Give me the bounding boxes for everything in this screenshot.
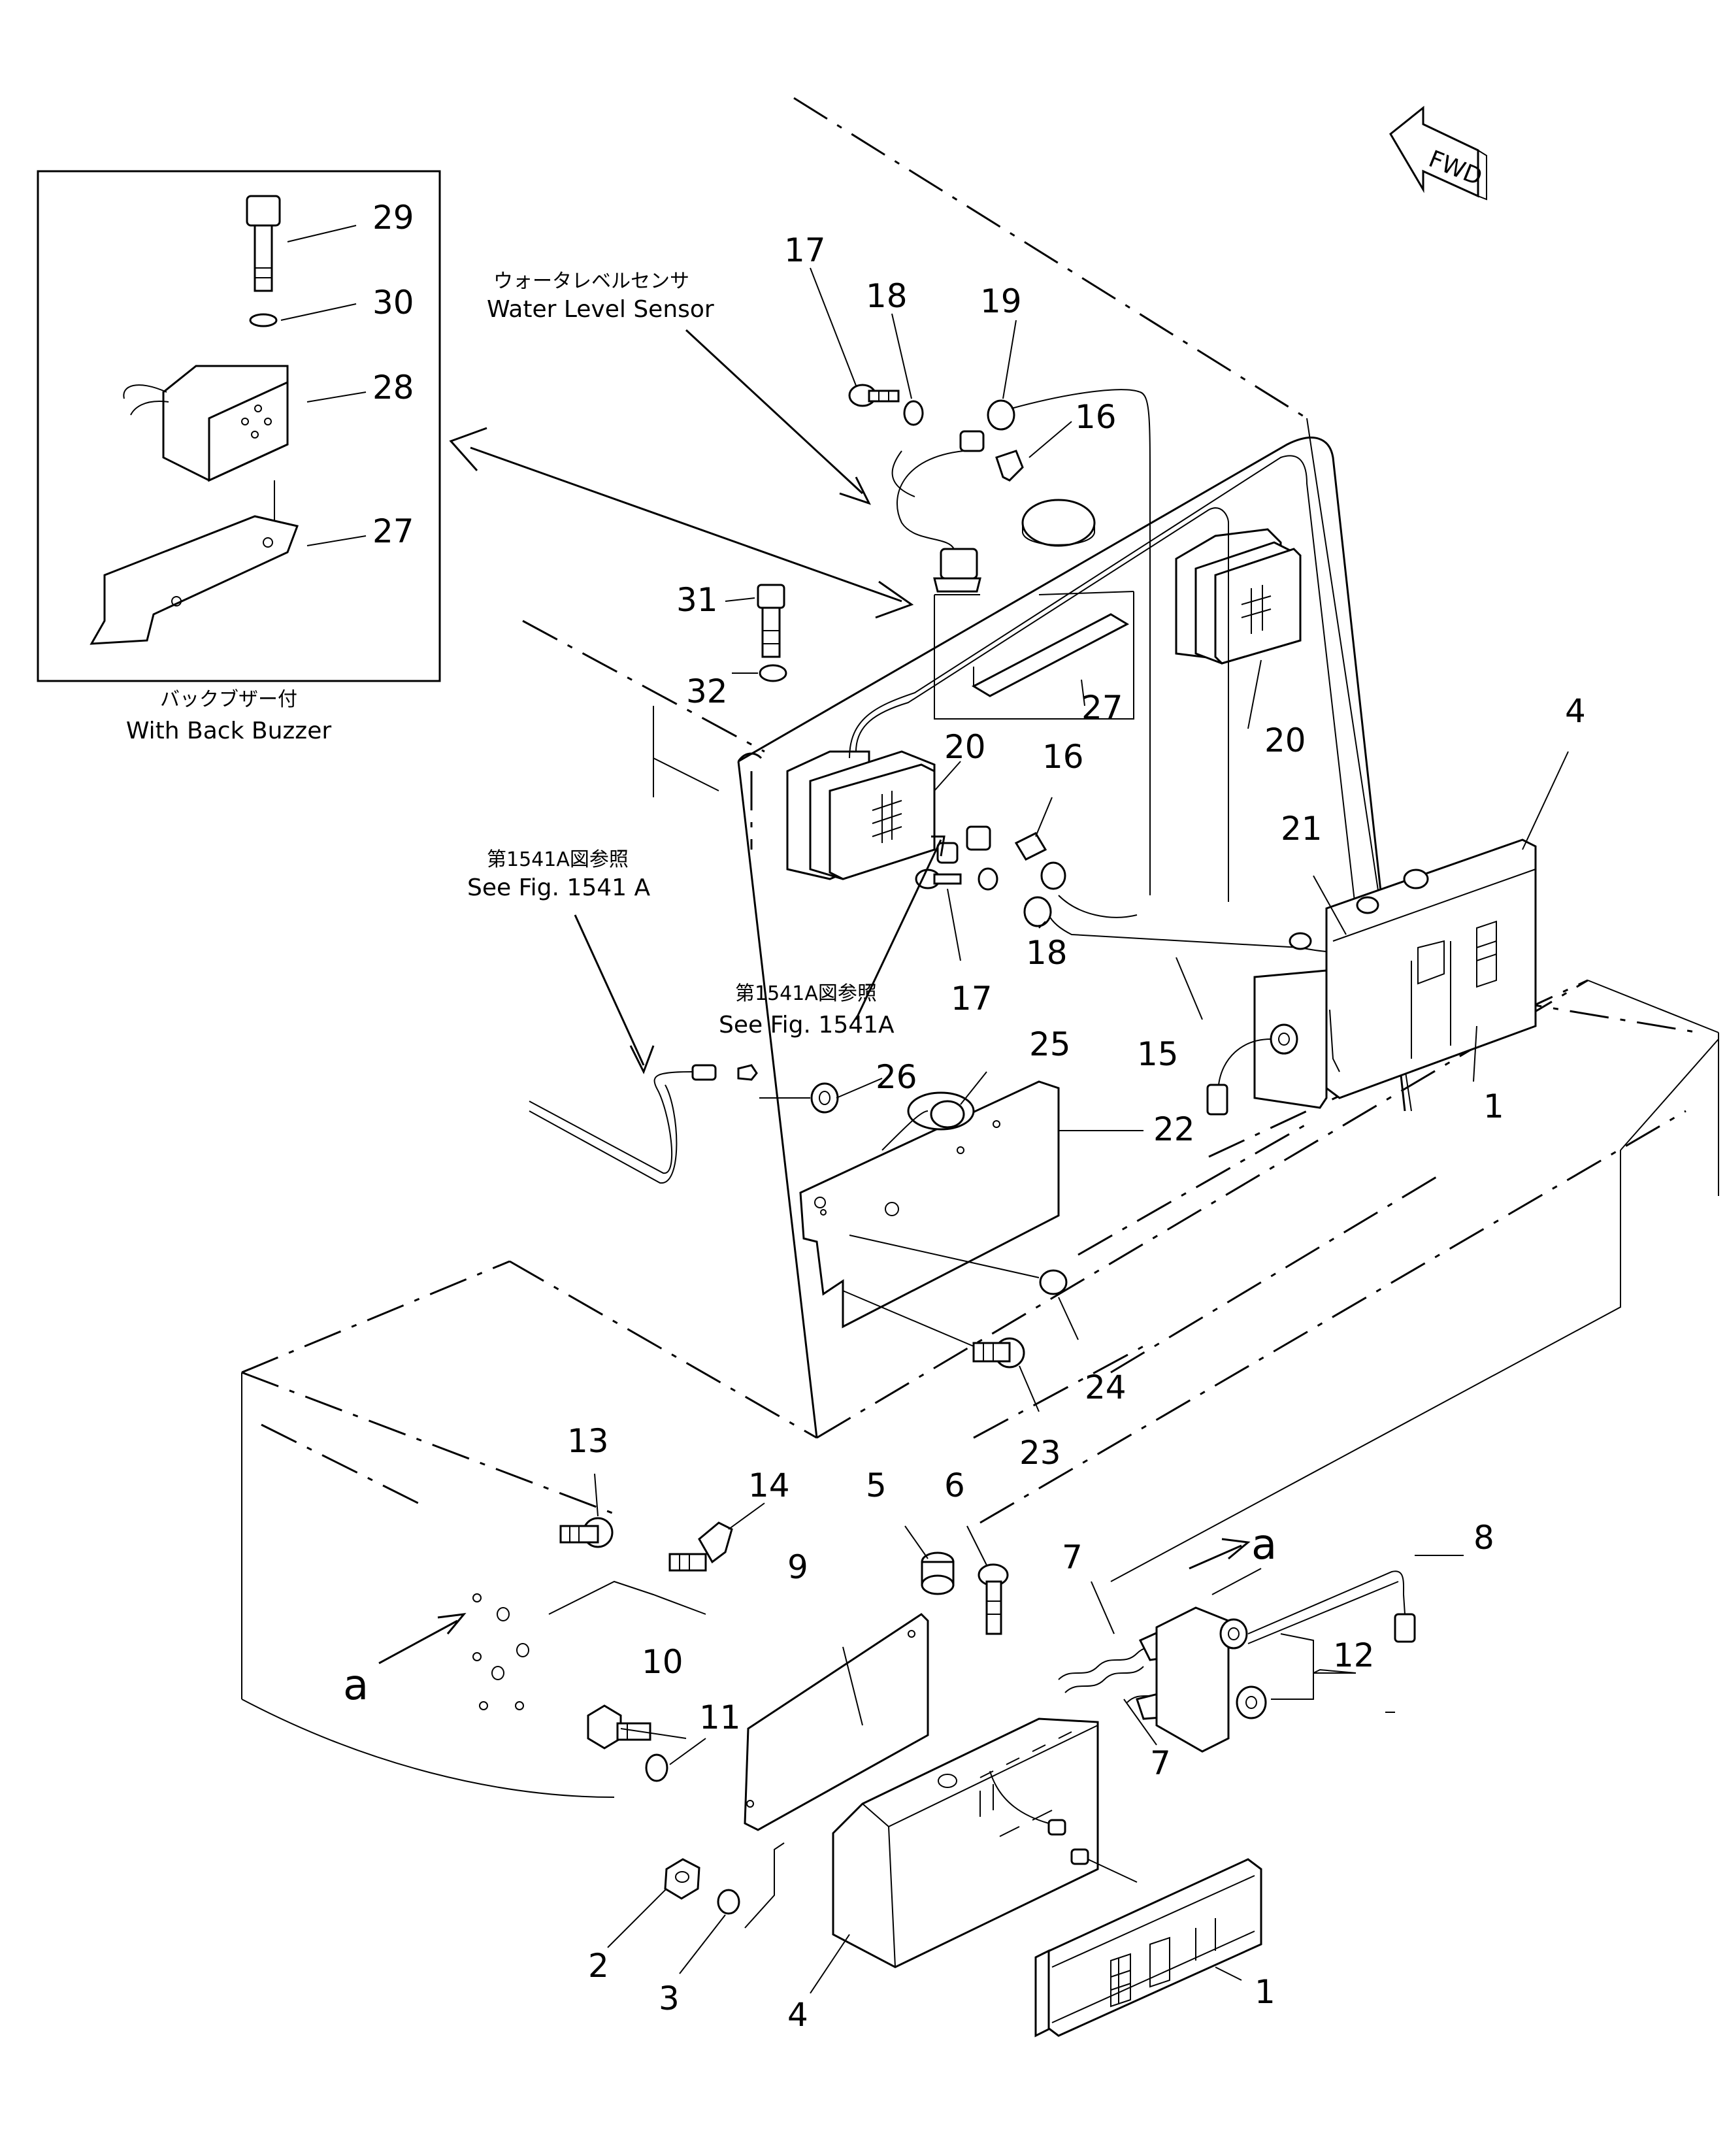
label-22: 22: [1153, 1110, 1195, 1148]
wing-bolt-14-icon: [668, 1521, 733, 1572]
mount-plate-12-icon: [1155, 1606, 1267, 1753]
fwd-arrow-icon: FWD: [1389, 105, 1487, 201]
water-level-sensor-jp: ウォータレベルセンサ: [493, 270, 689, 293]
label-1-upper: 1: [1483, 1087, 1504, 1125]
harness-left-icon: [529, 1064, 810, 1184]
combination-lamp-lower-icon: [989, 1770, 1262, 2038]
label-18-top: 18: [866, 277, 908, 315]
label-32: 32: [686, 672, 728, 710]
work-lamp-20-right-icon: [1175, 528, 1302, 665]
view-marker-a-right: a: [1251, 1521, 1277, 1569]
label-23: 23: [1019, 1434, 1061, 1472]
label-17-center: 17: [951, 980, 993, 1018]
label-10: 10: [642, 1643, 683, 1681]
label-16-top: 16: [1075, 398, 1117, 436]
label-7-upper: 7: [1062, 1538, 1083, 1576]
cap-top-icon: [1021, 499, 1096, 547]
fwd-label: FWD: [1425, 146, 1486, 191]
bolt-6-icon: [978, 1563, 1009, 1635]
see-fig-center-jp: 第1541A図参照: [735, 982, 877, 1005]
label-2: 2: [588, 1947, 609, 1985]
leader-lines: [378, 267, 1569, 1994]
label-19: 19: [980, 282, 1022, 320]
combination-lamp-upper-icon: [1206, 838, 1537, 1116]
bolt-29-icon: [246, 195, 281, 292]
bolt-13-icon: [559, 1517, 614, 1548]
annotations: ウォータレベルセンサ Water Level Sensor 第1541A図参照 …: [343, 270, 1277, 1710]
label-7-lower: 7: [1150, 1744, 1171, 1782]
label-30: 30: [372, 284, 414, 322]
washer-32-icon: [759, 664, 787, 682]
see-fig-left-jp: 第1541A図参照: [487, 848, 629, 871]
label-21: 21: [1281, 810, 1323, 848]
label-13: 13: [567, 1422, 609, 1460]
label-5: 5: [866, 1467, 887, 1504]
back-buzzer-28-icon: [123, 365, 289, 482]
label-29: 29: [372, 199, 414, 237]
water-level-sensor-en: Water Level Sensor: [487, 296, 714, 323]
grommet-26-icon: [810, 1082, 839, 1114]
housing-4-lower-icon: [832, 1717, 1099, 1968]
label-11: 11: [699, 1699, 741, 1736]
label-16-center: 16: [1042, 738, 1084, 776]
water-level-sensor-icon: [896, 430, 985, 593]
washer-18-top-icon: [903, 400, 924, 426]
label-17-top: 17: [784, 231, 826, 269]
washer-3-icon: [717, 1889, 740, 1915]
label-4-upper: 4: [1565, 692, 1586, 730]
label-20-right: 20: [1264, 721, 1306, 759]
connector-19-icon: [987, 389, 1151, 484]
plug-24-icon: [849, 1235, 1068, 1295]
plate-9-icon: [744, 1613, 929, 1831]
bolt-17-top-icon: [848, 384, 900, 407]
bolt-31-icon: [757, 584, 785, 658]
see-fig-left-en: See Fig. 1541 A: [467, 874, 650, 901]
work-lamp-20-left-icon: [786, 750, 936, 880]
clip-16-top-icon: [995, 450, 1024, 482]
label-14: 14: [748, 1467, 790, 1504]
inset-caption-en: With Back Buzzer: [126, 718, 331, 744]
label-26: 26: [876, 1058, 917, 1096]
bracket-27-inset-icon: [90, 515, 299, 645]
label-20-left: 20: [944, 728, 986, 766]
mount-holes-icon: [472, 1593, 529, 1710]
harness-8-icon: [1247, 1570, 1416, 1644]
bracket-22-icon: [799, 1080, 1060, 1329]
label-9: 9: [787, 1548, 808, 1586]
callout-labels: 17 18 19 16 31 32 27 20 20 16 21 4 18 17…: [567, 231, 1586, 2034]
bracket-27-main-icon: [934, 591, 1134, 720]
cab-outline: [522, 97, 1412, 1438]
nut-2-icon: [664, 1858, 700, 1900]
washer-11-icon: [645, 1753, 668, 1782]
label-27-main: 27: [1081, 689, 1123, 727]
washer-30-icon: [249, 313, 278, 327]
label-25: 25: [1029, 1025, 1071, 1063]
label-8: 8: [1473, 1519, 1494, 1557]
reference-double-arrow: [449, 427, 914, 619]
label-24: 24: [1085, 1368, 1127, 1406]
bolt-23-icon: [842, 1290, 1025, 1368]
bolt-10-icon: [587, 1704, 651, 1750]
label-27-inset: 27: [372, 512, 414, 550]
connector-center-icon: [915, 825, 1066, 927]
label-1-lower: 1: [1255, 1973, 1275, 2011]
label-15: 15: [1137, 1035, 1179, 1073]
label-3: 3: [659, 1980, 680, 2017]
label-4-lower: 4: [787, 1996, 808, 2034]
bushing-5-icon: [921, 1551, 955, 1595]
inset-back-buzzer: 29 30 28 27: [37, 170, 441, 682]
label-18-center: 18: [1026, 934, 1068, 972]
inset-caption-jp: バックブザー付: [160, 688, 297, 711]
label-6: 6: [944, 1467, 965, 1504]
view-marker-a-left: a: [343, 1661, 369, 1710]
label-12: 12: [1333, 1636, 1375, 1674]
label-28: 28: [372, 369, 414, 406]
see-fig-center-en: See Fig. 1541A: [719, 1012, 895, 1038]
label-31: 31: [676, 581, 718, 619]
